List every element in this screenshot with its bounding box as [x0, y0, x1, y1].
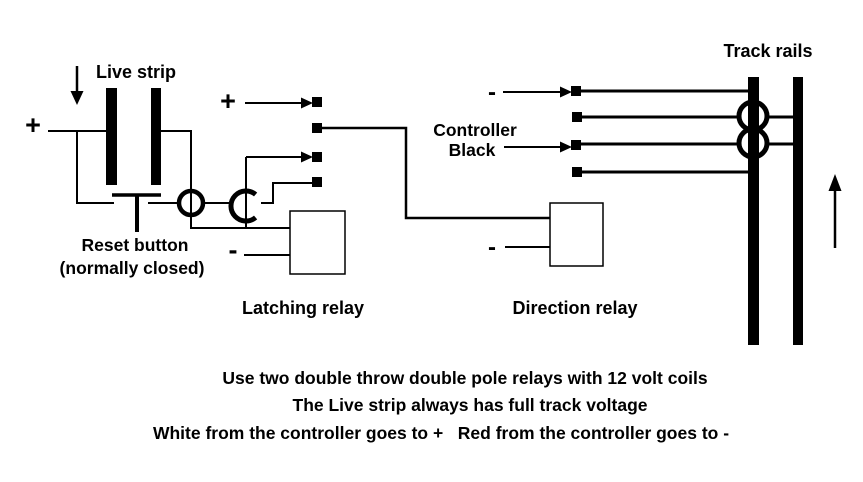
- controller-black-arrow-icon: [560, 141, 572, 153]
- reset-button-label: Reset button: [82, 235, 189, 255]
- latch-contact-square-3: [312, 152, 322, 162]
- live-strip-left-bar: [106, 88, 117, 185]
- minus-direction-contact-label: -: [488, 79, 496, 106]
- plus-supply-label: +: [25, 110, 41, 140]
- rail-crossing-loop-2: [736, 126, 770, 160]
- direction-relay-label: Direction relay: [512, 298, 637, 318]
- live-strip-right-bar: [151, 88, 161, 185]
- live-strip-feed-wire: [161, 130, 290, 229]
- reset-wire-to-contact: [261, 182, 312, 204]
- direction-contact-square-2: [572, 112, 582, 122]
- live-strip-label: Live strip: [96, 62, 176, 82]
- direction-contact-square-4: [572, 167, 582, 177]
- plus-latch-contact-label: +: [220, 86, 236, 116]
- controller-black-label: Black: [449, 140, 496, 160]
- controller-label: Controller: [433, 120, 517, 140]
- latch-contact-square-1: [312, 97, 322, 107]
- wire-crossing-loop-2: [228, 188, 258, 224]
- latch-contact-square-4: [312, 177, 322, 187]
- plus-contact-arrow-icon: [301, 97, 313, 109]
- minus-direction-coil-label: -: [488, 234, 496, 261]
- latch-contact-square-2: [312, 123, 322, 133]
- track-rail-left: [748, 77, 759, 345]
- track-rails-label: Track rails: [723, 41, 812, 61]
- caption-line-2: The Live strip always has full track vol…: [293, 395, 648, 415]
- minus-latch-coil-label: -: [229, 235, 238, 265]
- reset-button-note-label: (normally closed): [60, 258, 205, 278]
- direction-contact-square-1: [571, 86, 581, 96]
- track-rail-right: [793, 77, 803, 345]
- direction-relay-box: [549, 202, 604, 267]
- minus-contact-arrow-icon: [560, 86, 572, 98]
- caption-line-1: Use two double throw double pole relays …: [222, 368, 707, 388]
- up-arrow-icon: [828, 174, 842, 191]
- contact3-arrow-icon: [301, 151, 313, 163]
- latch-to-direction-wire: [322, 126, 550, 220]
- caption-line-3: White from the controller goes to + Red …: [153, 423, 729, 443]
- down-arrow-icon: [70, 91, 84, 105]
- latching-relay-label: Latching relay: [242, 298, 364, 318]
- supply-drop-wire: [76, 131, 114, 204]
- latching-relay-box: [289, 210, 346, 275]
- direction-contact-square-3: [571, 140, 581, 150]
